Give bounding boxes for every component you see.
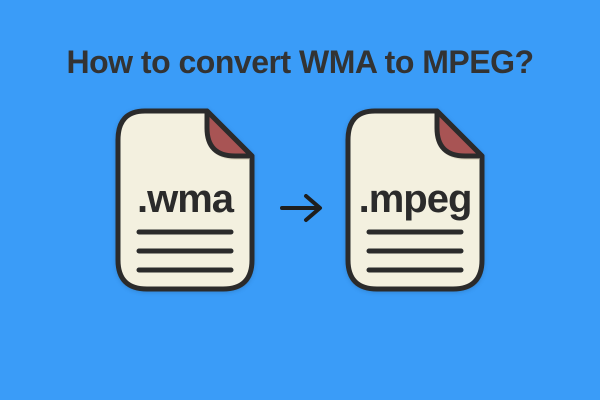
text-lines-icon xyxy=(136,229,234,273)
source-extension-label: .wma xyxy=(137,177,235,221)
source-file-icon: .wma xyxy=(115,108,255,292)
target-extension-label: .mpeg xyxy=(359,177,472,221)
text-lines-icon xyxy=(366,229,464,273)
target-file-icon: .mpeg xyxy=(345,108,485,292)
right-arrow-icon xyxy=(279,194,323,224)
folded-corner-icon xyxy=(434,108,485,159)
page-title: How to convert WMA to MPEG? xyxy=(66,44,534,80)
folded-corner-icon xyxy=(204,108,255,159)
